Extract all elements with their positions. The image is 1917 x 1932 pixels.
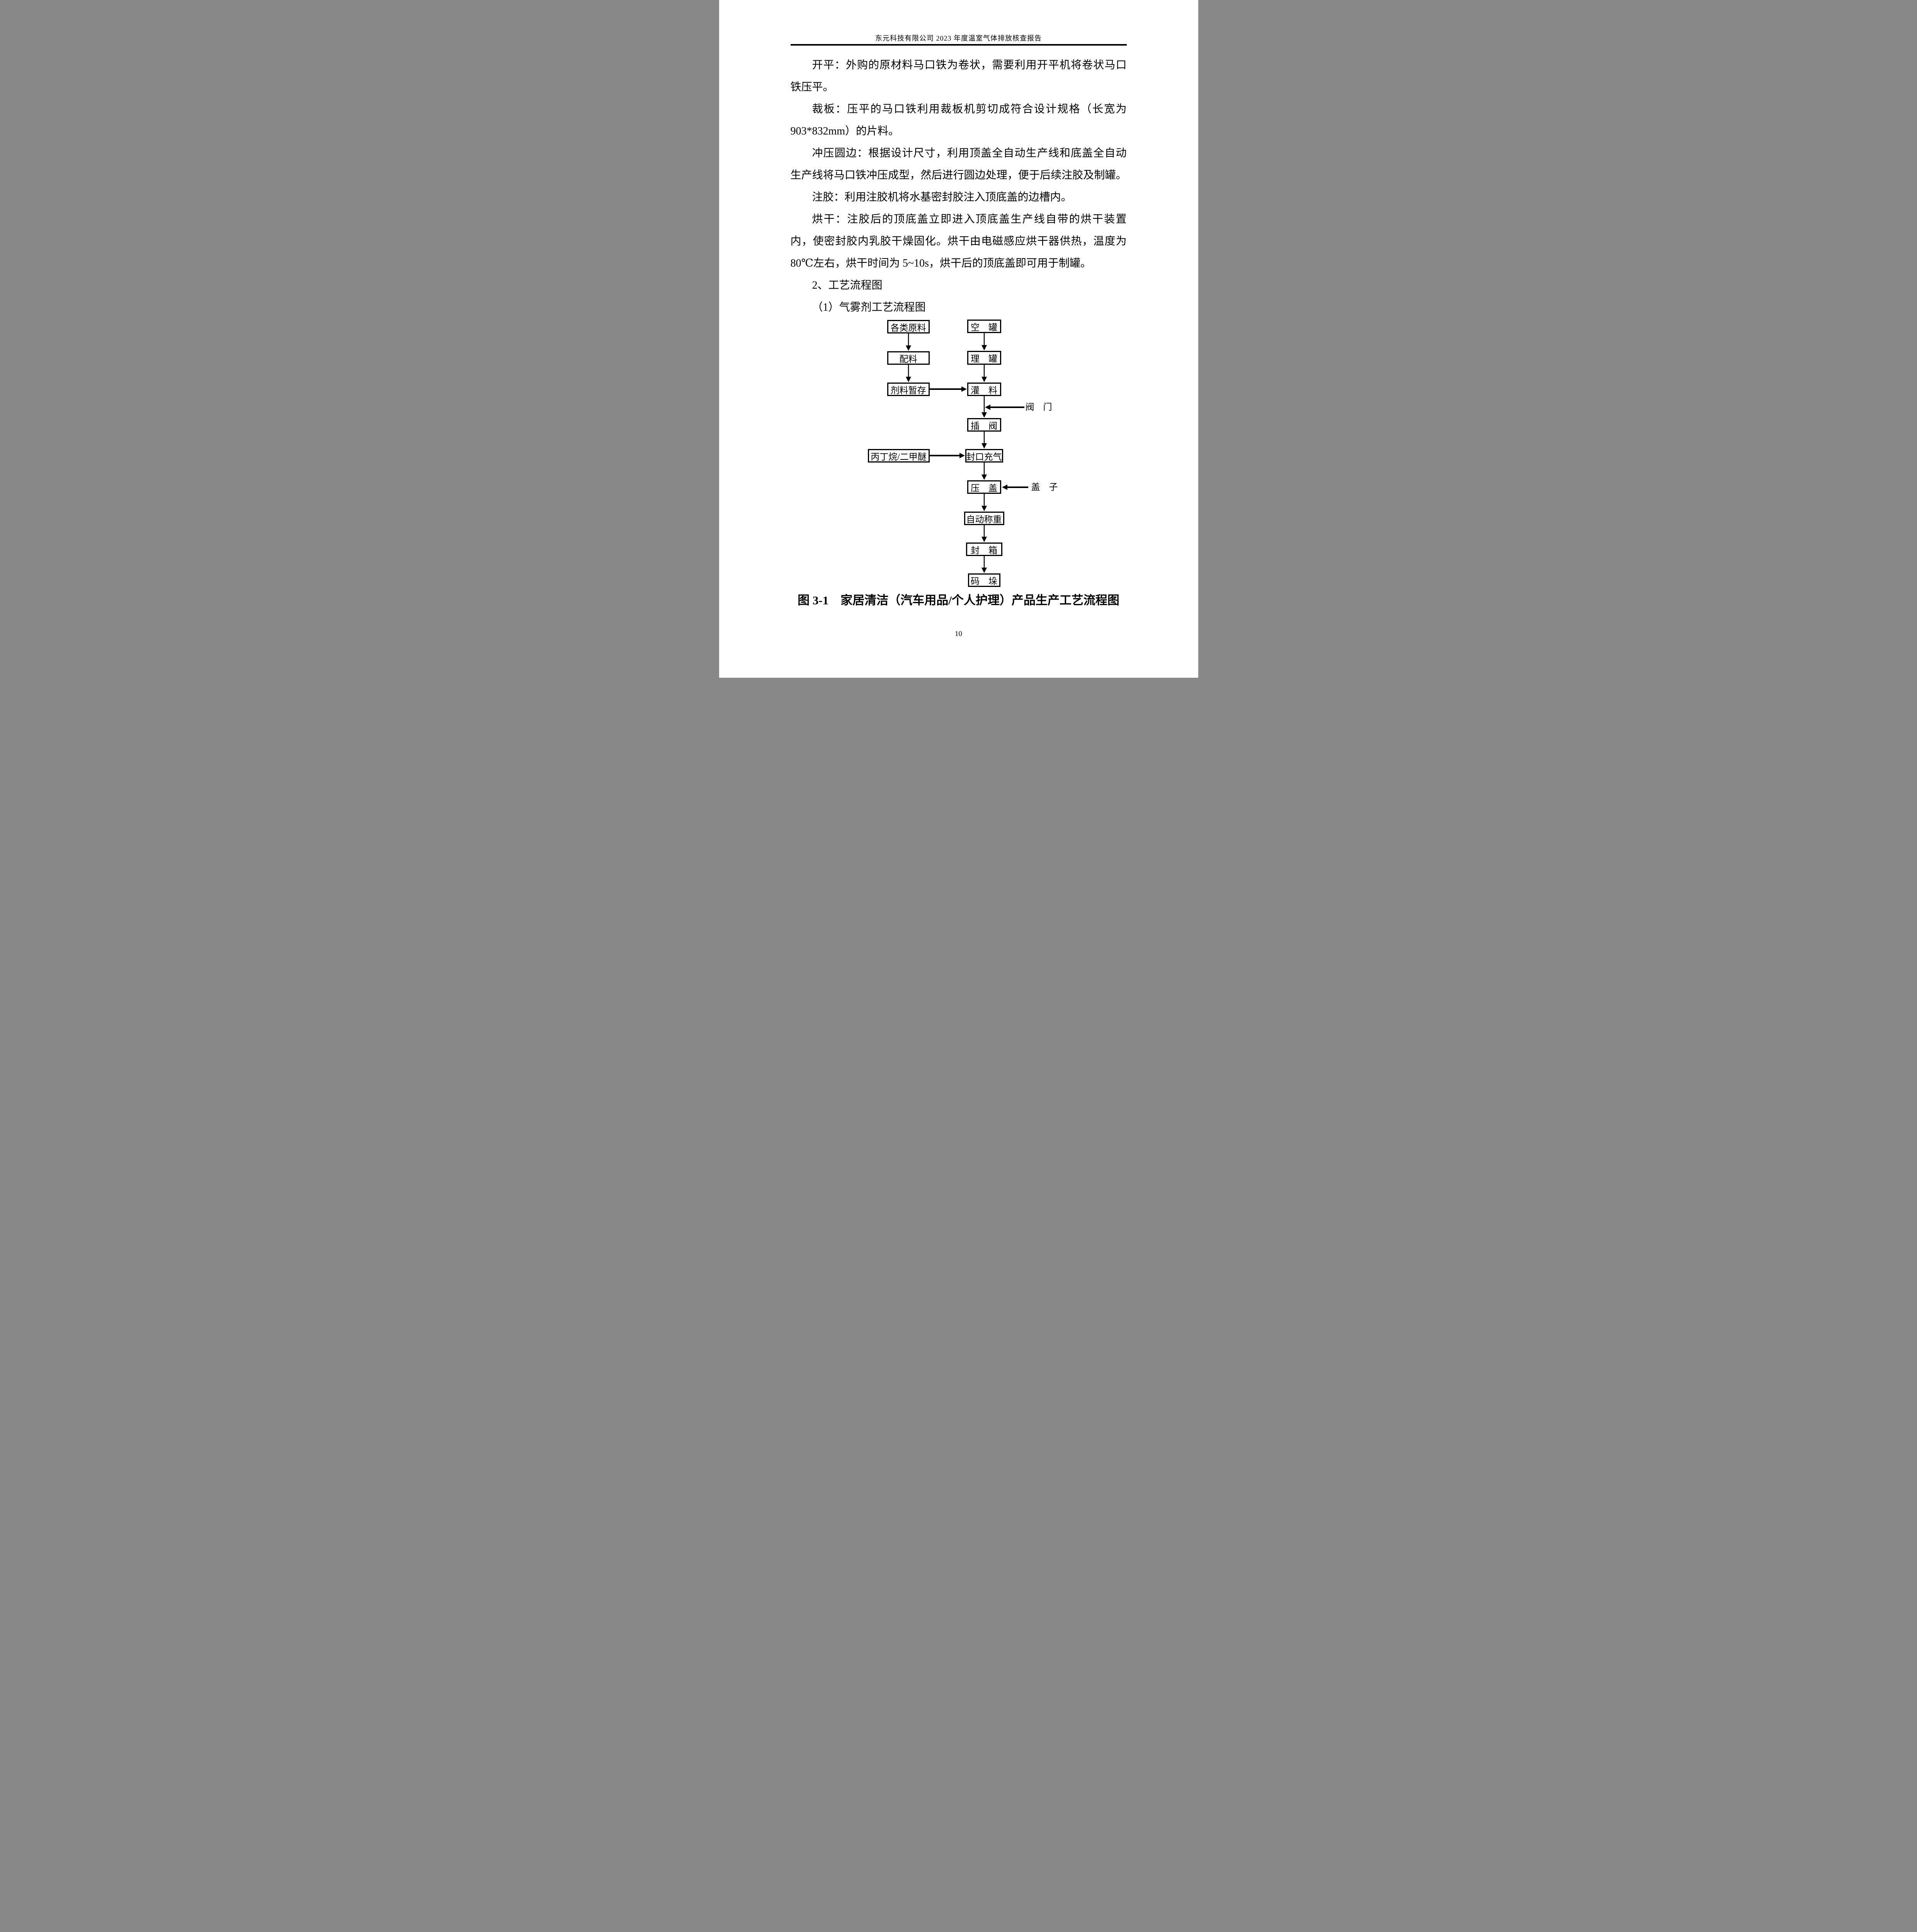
body-line-10: 80℃左右，烘干时间为 5~10s，烘干后的顶底盖即可用于制罐。 <box>790 257 1091 269</box>
flowchart-box-empty-can: 空 罐 <box>967 320 1001 333</box>
arrow-filling-to-valveinsert <box>981 396 987 418</box>
page-header-title: 东元科技有限公司 2023 年度温室气体排放核查报告 <box>875 34 1042 42</box>
arrow-emptycan-to-arrange <box>981 333 987 350</box>
page-number: 10 <box>955 630 962 638</box>
figure-caption: 图 3-1 家居清洁（汽车用品/个人护理）产品生产工艺流程图 <box>798 594 1119 607</box>
body-line-7: 注胶：利用注胶机将水基密封胶注入顶底盖的边槽内。 <box>812 191 1072 203</box>
body-line-1: 开平：外购的原材料马口铁为卷状，需要利用开平机将卷状马口 <box>812 59 1127 71</box>
arrow-raw-to-mixing <box>905 333 911 351</box>
arrow-weigh-to-boxseal <box>981 525 987 542</box>
arrow-mixing-to-storage <box>905 365 911 382</box>
body-line-5: 冲压圆边：根据设计尺寸，利用顶盖全自动生产线和底盖全自动 <box>812 147 1127 159</box>
flowchart-box-cap-press: 压 盖 <box>967 480 1001 494</box>
header-rule <box>790 44 1127 46</box>
arrow-seal-to-cappress <box>981 463 987 480</box>
arrow-valveinsert-to-seal <box>981 432 987 449</box>
flowchart-box-filling: 灌 料 <box>967 383 1001 396</box>
flowchart-box-propellant: 丙丁烷/二甲醚 <box>867 449 930 463</box>
body-line-8: 烘干：注胶后的顶底盖立即进入顶底盖生产线自带的烘干装置 <box>812 213 1127 225</box>
body-line-3: 裁板：压平的马口铁利用裁板机剪切成符合设计规格（长宽为 <box>812 103 1127 115</box>
flowchart-box-seal-inflate: 封口充气 <box>965 449 1003 463</box>
body-line-2: 铁压平。 <box>790 81 834 93</box>
flowchart-box-raw-materials: 各类原料 <box>887 320 930 333</box>
body-line-9: 内，使密封胶内乳胶干燥固化。烘干由电磁感应烘干器供热，温度为 <box>790 235 1127 247</box>
flowchart-box-can-arrange: 理 罐 <box>967 351 1001 365</box>
arrow-storage-to-filling <box>929 386 967 392</box>
section-heading: 2、工艺流程图 <box>812 279 883 291</box>
flowchart-box-agent-storage: 剂料暂存 <box>887 383 930 396</box>
flowchart-box-box-seal: 封 箱 <box>966 543 1002 556</box>
body-line-6: 生产线将马口铁冲压成型，然后进行圆边处理，便于后续注胶及制罐。 <box>790 169 1127 181</box>
flowchart-box-mixing: 配料 <box>887 351 930 365</box>
valve-input-label: 阀 门 <box>1025 402 1052 412</box>
subsection-heading: （1）气雾剂工艺流程图 <box>812 301 926 313</box>
arrow-cappress-to-weigh <box>981 494 987 511</box>
arrow-boxseal-to-stacking <box>981 556 987 573</box>
arrow-valve-input <box>985 405 1024 410</box>
flowchart-box-valve-insert: 插 阀 <box>967 418 1001 432</box>
arrow-arrange-to-filling <box>981 365 987 382</box>
arrow-propellant-to-seal <box>929 453 965 458</box>
flowchart-box-auto-weigh: 自动称重 <box>964 512 1004 525</box>
cap-input-label: 盖 子 <box>1031 482 1058 492</box>
flowchart-box-stacking: 码 垛 <box>968 573 1000 587</box>
arrow-cap-input <box>1002 485 1028 490</box>
body-line-4: 903*832mm）的片料。 <box>790 125 900 137</box>
document-page: 东元科技有限公司 2023 年度温室气体排放核查报告 开平：外购的原材料马口铁为… <box>719 0 1198 678</box>
